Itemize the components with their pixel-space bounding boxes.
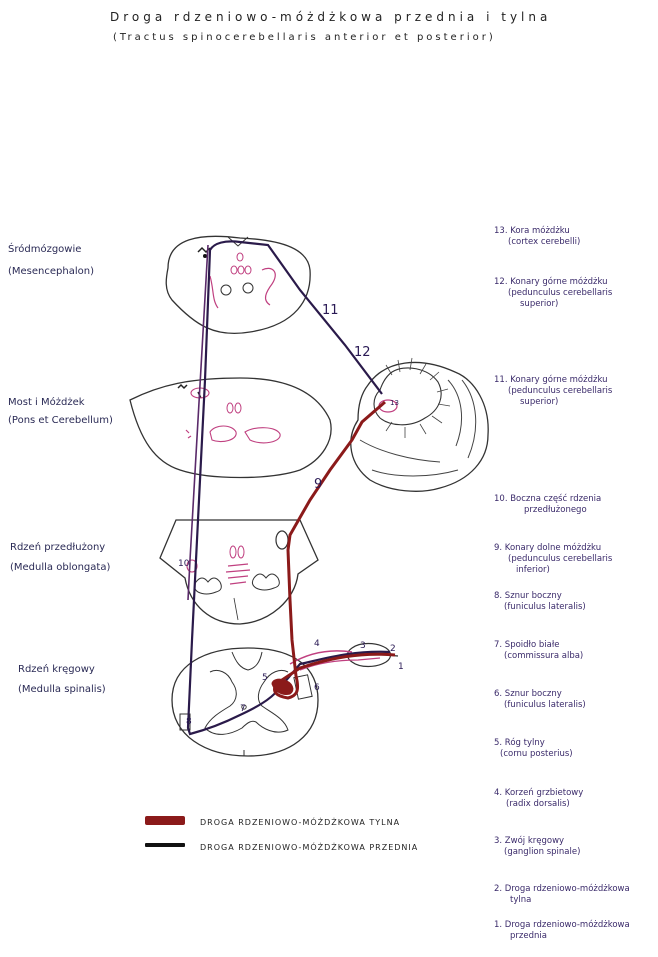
legend-item-10: 10. Boczna część rdzenia przedłużonego: [494, 494, 602, 515]
cerebellum: [350, 357, 489, 492]
number-6: 6: [314, 683, 320, 693]
page-subtitle: (Tractus spinocerebellaris anterior et p…: [113, 32, 496, 43]
label-spinal-latin: (Medulla spinalis): [18, 684, 106, 695]
number-7: 7: [240, 704, 246, 714]
number-1: 1: [398, 662, 404, 672]
label-midbrain: Śródmózgowie (Mesencephalon): [8, 243, 94, 279]
legend-item-9: 9. Konary dolne móżdżku (pedunculus cere…: [494, 543, 613, 575]
pons-section: [129, 377, 332, 479]
anterior-tract-path: [186, 240, 391, 736]
posterior-tract-nucleus: [271, 678, 294, 695]
label-pons-name: Most i Móżdżek: [8, 397, 85, 408]
legend-posterior-label: DROGA RDZENIOWO-MÓŻDŻKOWA TYLNA: [200, 818, 401, 827]
label-spinal: Rdzeń kręgowy (Medulla spinalis): [18, 663, 106, 697]
legend-item-7: 7. Spoidło białe (commissura alba): [494, 640, 584, 661]
legend-item-8: 8. Sznur boczny (funiculus lateralis): [494, 591, 586, 612]
number-5: 5: [262, 673, 268, 683]
legend-item-6: 6. Sznur boczny (funiculus lateralis): [494, 689, 586, 710]
legend-swatch-anterior: [145, 843, 185, 847]
label-medulla: Rdzeń przedłużony (Medulla oblongata): [10, 541, 110, 575]
number-12: 12: [354, 345, 371, 360]
label-pons-latin: (Pons et Cerebellum): [8, 415, 113, 426]
label-spinal-name: Rdzeń kręgowy: [18, 664, 95, 675]
label-pons: Most i Móżdżek (Pons et Cerebellum): [8, 396, 113, 428]
anterior-tract-branch: [187, 244, 209, 601]
label-midbrain-name: Śródmózgowie: [8, 244, 82, 255]
label-medulla-latin: (Medulla oblongata): [10, 562, 111, 573]
page-title: Droga rdzeniowo-móżdżkowa przednia i tyl…: [110, 10, 552, 24]
legend-anterior-label: DROGA RDZENIOWO-MÓŻDŻKOWA PRZEDNIA: [200, 843, 419, 852]
medulla-section: [159, 519, 319, 625]
number-8: 8: [186, 717, 192, 727]
legend-item-2: 2. Droga rdzeniowo-móżdżkowa tylna: [494, 884, 630, 905]
legend-item-1: 1. Droga rdzeniowo-móżdżkowa przednia: [494, 920, 630, 941]
legend-item-5: 5. Róg tylny (cornu posterius): [494, 738, 573, 759]
number-3: 3: [360, 641, 366, 651]
label-midbrain-latin: (Mesencephalon): [8, 266, 94, 277]
legend-item-11: 11. Konary górne móżdżku (pedunculus cer…: [494, 375, 613, 407]
number-4: 4: [314, 639, 320, 649]
legend-item-12: 12. Konary górne móżdżku (pedunculus cer…: [494, 277, 613, 309]
posterior-tract-path: [273, 400, 396, 700]
spinal-cord-section: [171, 647, 319, 757]
number-11: 11: [322, 303, 339, 318]
number-13: 13: [390, 399, 399, 407]
legend-item-4: 4. Korzeń grzbietowy (radix dorsalis): [494, 788, 584, 809]
number-10: 10: [178, 559, 190, 569]
legend-swatch-posterior: [145, 816, 185, 825]
number-9: 9: [314, 477, 322, 492]
number-2: 2: [390, 644, 396, 654]
midbrain-section: [165, 235, 311, 335]
legend-item-13: 13. Kora móżdżku (cortex cerebelli): [494, 226, 581, 247]
label-medulla-name: Rdzeń przedłużony: [10, 542, 106, 553]
legend-item-3: 3. Zwój kręgowy (ganglion spinale): [494, 836, 581, 857]
